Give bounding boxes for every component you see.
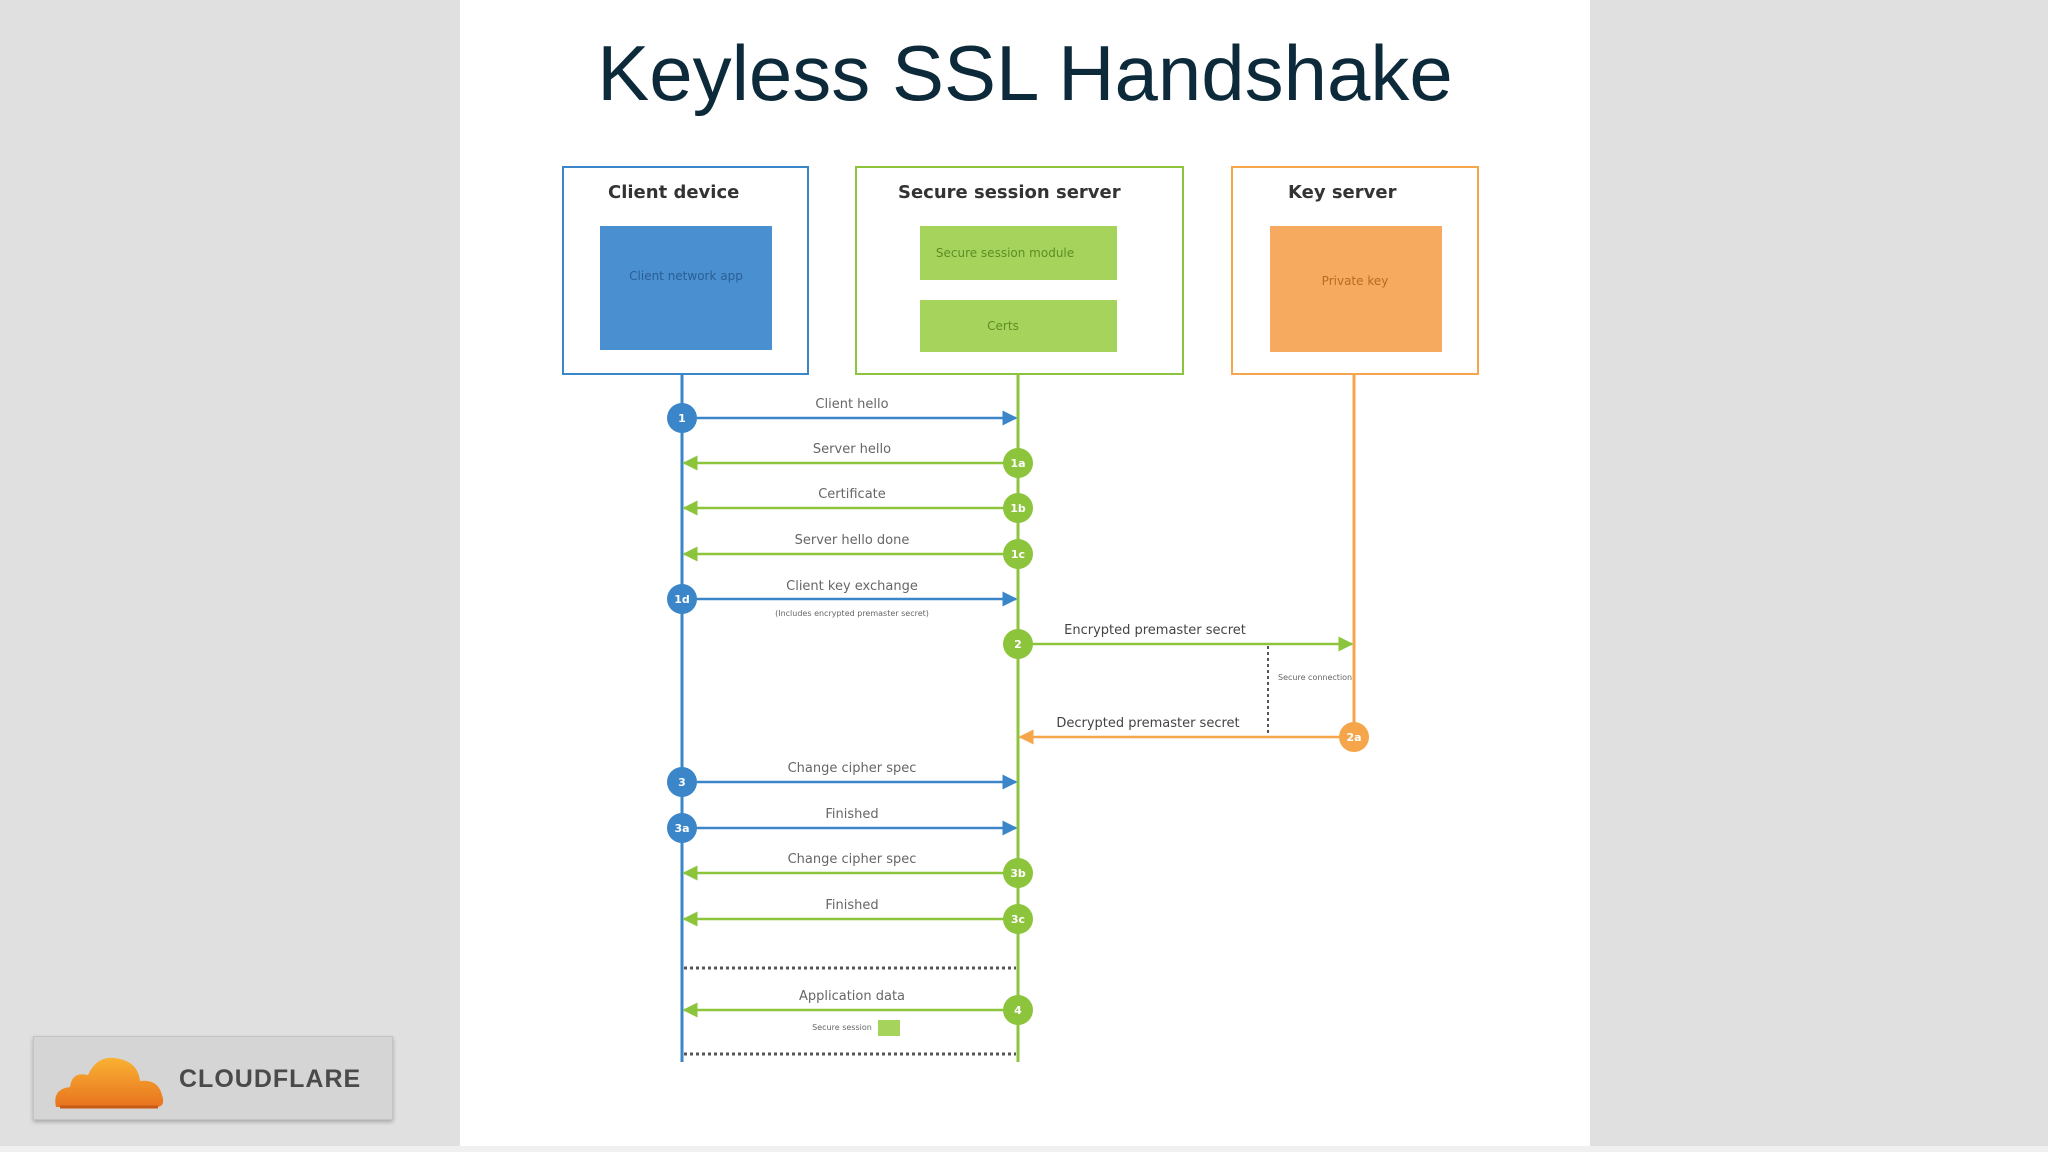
message-1d: Client key exchange (Includes encrypted … bbox=[667, 579, 1018, 618]
secure-session-module-box bbox=[920, 226, 1117, 280]
secure-session-module-label: Secure session module bbox=[936, 246, 1074, 260]
message-3b: Change cipher spec 3b bbox=[682, 852, 1033, 888]
server-header: Secure session server bbox=[898, 182, 1121, 203]
step-number: 1c bbox=[1011, 548, 1025, 561]
message-2: Encrypted premaster secret 2 bbox=[1003, 623, 1354, 659]
step-number: 3c bbox=[1011, 913, 1025, 926]
column-client: Client device Client network app bbox=[562, 166, 809, 375]
message-label: Server hello bbox=[813, 442, 891, 457]
cloud-icon bbox=[55, 1057, 164, 1109]
step-number: 3b bbox=[1010, 867, 1026, 880]
certs-label: Certs bbox=[987, 319, 1019, 333]
bottom-strip bbox=[0, 1146, 2048, 1152]
client-app-box bbox=[600, 226, 772, 350]
secure-connection-bracket: Secure connection bbox=[1267, 646, 1352, 733]
message-3a: Finished 3a bbox=[667, 807, 1018, 843]
secure-session-legend-label: Secure session bbox=[812, 1023, 872, 1032]
column-server: Secure session server Secure session mod… bbox=[855, 166, 1184, 375]
client-app-label: Client network app bbox=[629, 269, 743, 283]
step-number: 1 bbox=[678, 412, 686, 425]
message-1: Client hello 1 bbox=[667, 397, 1018, 433]
secure-session-legend: Secure session bbox=[812, 1020, 900, 1036]
step-number: 1d bbox=[674, 593, 690, 606]
message-label: Server hello done bbox=[795, 533, 910, 548]
message-label: Application data bbox=[799, 989, 905, 1004]
step-number: 2 bbox=[1014, 638, 1022, 651]
message-label: Change cipher spec bbox=[788, 852, 917, 867]
message-2a: Decrypted premaster secret 2a bbox=[1018, 716, 1369, 752]
step-number: 2a bbox=[1346, 731, 1361, 744]
private-key-box bbox=[1270, 226, 1442, 352]
certs-box bbox=[920, 300, 1117, 352]
step-number: 1a bbox=[1010, 457, 1025, 470]
private-key-label: Private key bbox=[1322, 274, 1389, 288]
message-label: Decrypted premaster secret bbox=[1056, 716, 1239, 731]
message-1b: Certificate 1b bbox=[682, 487, 1033, 523]
message-label: Encrypted premaster secret bbox=[1064, 623, 1246, 638]
secure-connection-label: Secure connection bbox=[1278, 673, 1352, 682]
message-3: Change cipher spec 3 bbox=[667, 761, 1018, 797]
secure-session-legend-swatch bbox=[878, 1020, 900, 1036]
cloudflare-logo: CLOUDFLARE bbox=[33, 1036, 393, 1120]
message-label: Certificate bbox=[818, 487, 886, 502]
slide-title: Keyless SSL Handshake bbox=[597, 29, 1453, 117]
message-3c: Finished 3c bbox=[682, 898, 1033, 934]
message-1a: Server hello 1a bbox=[682, 442, 1033, 478]
step-number: 1b bbox=[1010, 502, 1026, 515]
message-sublabel: (Includes encrypted premaster secret) bbox=[775, 609, 929, 618]
step-number: 3 bbox=[678, 776, 686, 789]
message-label: Client key exchange bbox=[786, 579, 918, 594]
step-number: 4 bbox=[1014, 1004, 1022, 1017]
cloudflare-wordmark: CLOUDFLARE bbox=[179, 1065, 362, 1093]
message-4: Application data 4 bbox=[682, 989, 1033, 1025]
message-label: Client hello bbox=[815, 397, 888, 412]
message-label: Finished bbox=[825, 807, 878, 822]
client-header: Client device bbox=[608, 182, 739, 203]
message-label: Change cipher spec bbox=[788, 761, 917, 776]
key-header: Key server bbox=[1288, 182, 1397, 203]
message-label: Finished bbox=[825, 898, 878, 913]
column-key: Key server Private key bbox=[1231, 166, 1479, 375]
step-number: 3a bbox=[674, 822, 689, 835]
message-1c: Server hello done 1c bbox=[682, 533, 1033, 569]
